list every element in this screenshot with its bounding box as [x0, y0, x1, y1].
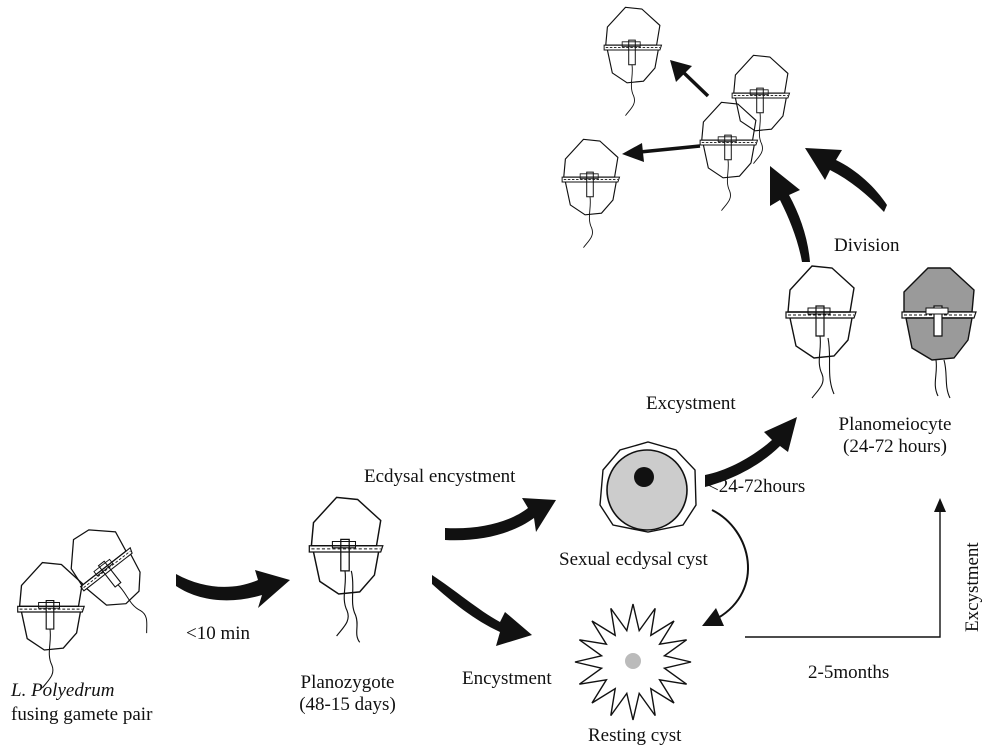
gamete-pair-cell-right [55, 515, 178, 647]
label-gamete-desc: fusing gamete pair [11, 704, 152, 726]
label-excystment-top: Excystment [646, 393, 736, 415]
dormancy-path [745, 498, 946, 637]
label-division: Division [834, 235, 899, 257]
arrow-to-division-top [670, 60, 708, 96]
arrow-gametes-to-planozygote [176, 570, 290, 608]
planomeiocyte-cell [786, 266, 856, 398]
arrow-ecdysal-to-resting [702, 510, 748, 626]
arrow-to-division-left [622, 143, 700, 162]
label-sexual-ecdysal-cyst: Sexual ecdysal cyst [559, 549, 708, 571]
arrow-to-resting-cyst [432, 575, 532, 646]
label-encystment: Encystment [462, 668, 552, 690]
gamete-pair-cell-left [18, 563, 85, 688]
sexual-ecdysal-cyst [600, 442, 696, 532]
label-time-fusion: <10 min [186, 623, 250, 645]
label-planozygote: Planozygote [285, 672, 410, 694]
arrow-division-right [805, 148, 887, 212]
division-cell-middle [700, 102, 757, 210]
arrow-to-ecdysal-cyst [445, 498, 556, 540]
label-resting-cyst: Resting cyst [588, 725, 681, 747]
label-gamete-species: L. Polyedrum [11, 680, 114, 702]
label-time-excyst: <24-72hours [708, 476, 805, 498]
label-dormancy: 2-5months [808, 662, 889, 684]
label-planozygote-time: (48-15 days) [285, 694, 410, 716]
label-planomeiocyte: Planomeiocyte [820, 414, 970, 436]
label-excystment-side: Excystment [962, 542, 984, 632]
resting-cyst [575, 604, 691, 720]
division-cell-upper-right [732, 55, 789, 163]
division-cell-left [562, 139, 619, 247]
planozygote-cell [309, 497, 383, 642]
planomeiocyte-gray-cell [902, 268, 976, 398]
arrow-division-left [770, 166, 810, 262]
label-ecdysal-encystment: Ecdysal encystment [364, 466, 515, 488]
label-planomeiocyte-time: (24-72 hours) [820, 436, 970, 458]
division-cell-top [604, 7, 661, 115]
